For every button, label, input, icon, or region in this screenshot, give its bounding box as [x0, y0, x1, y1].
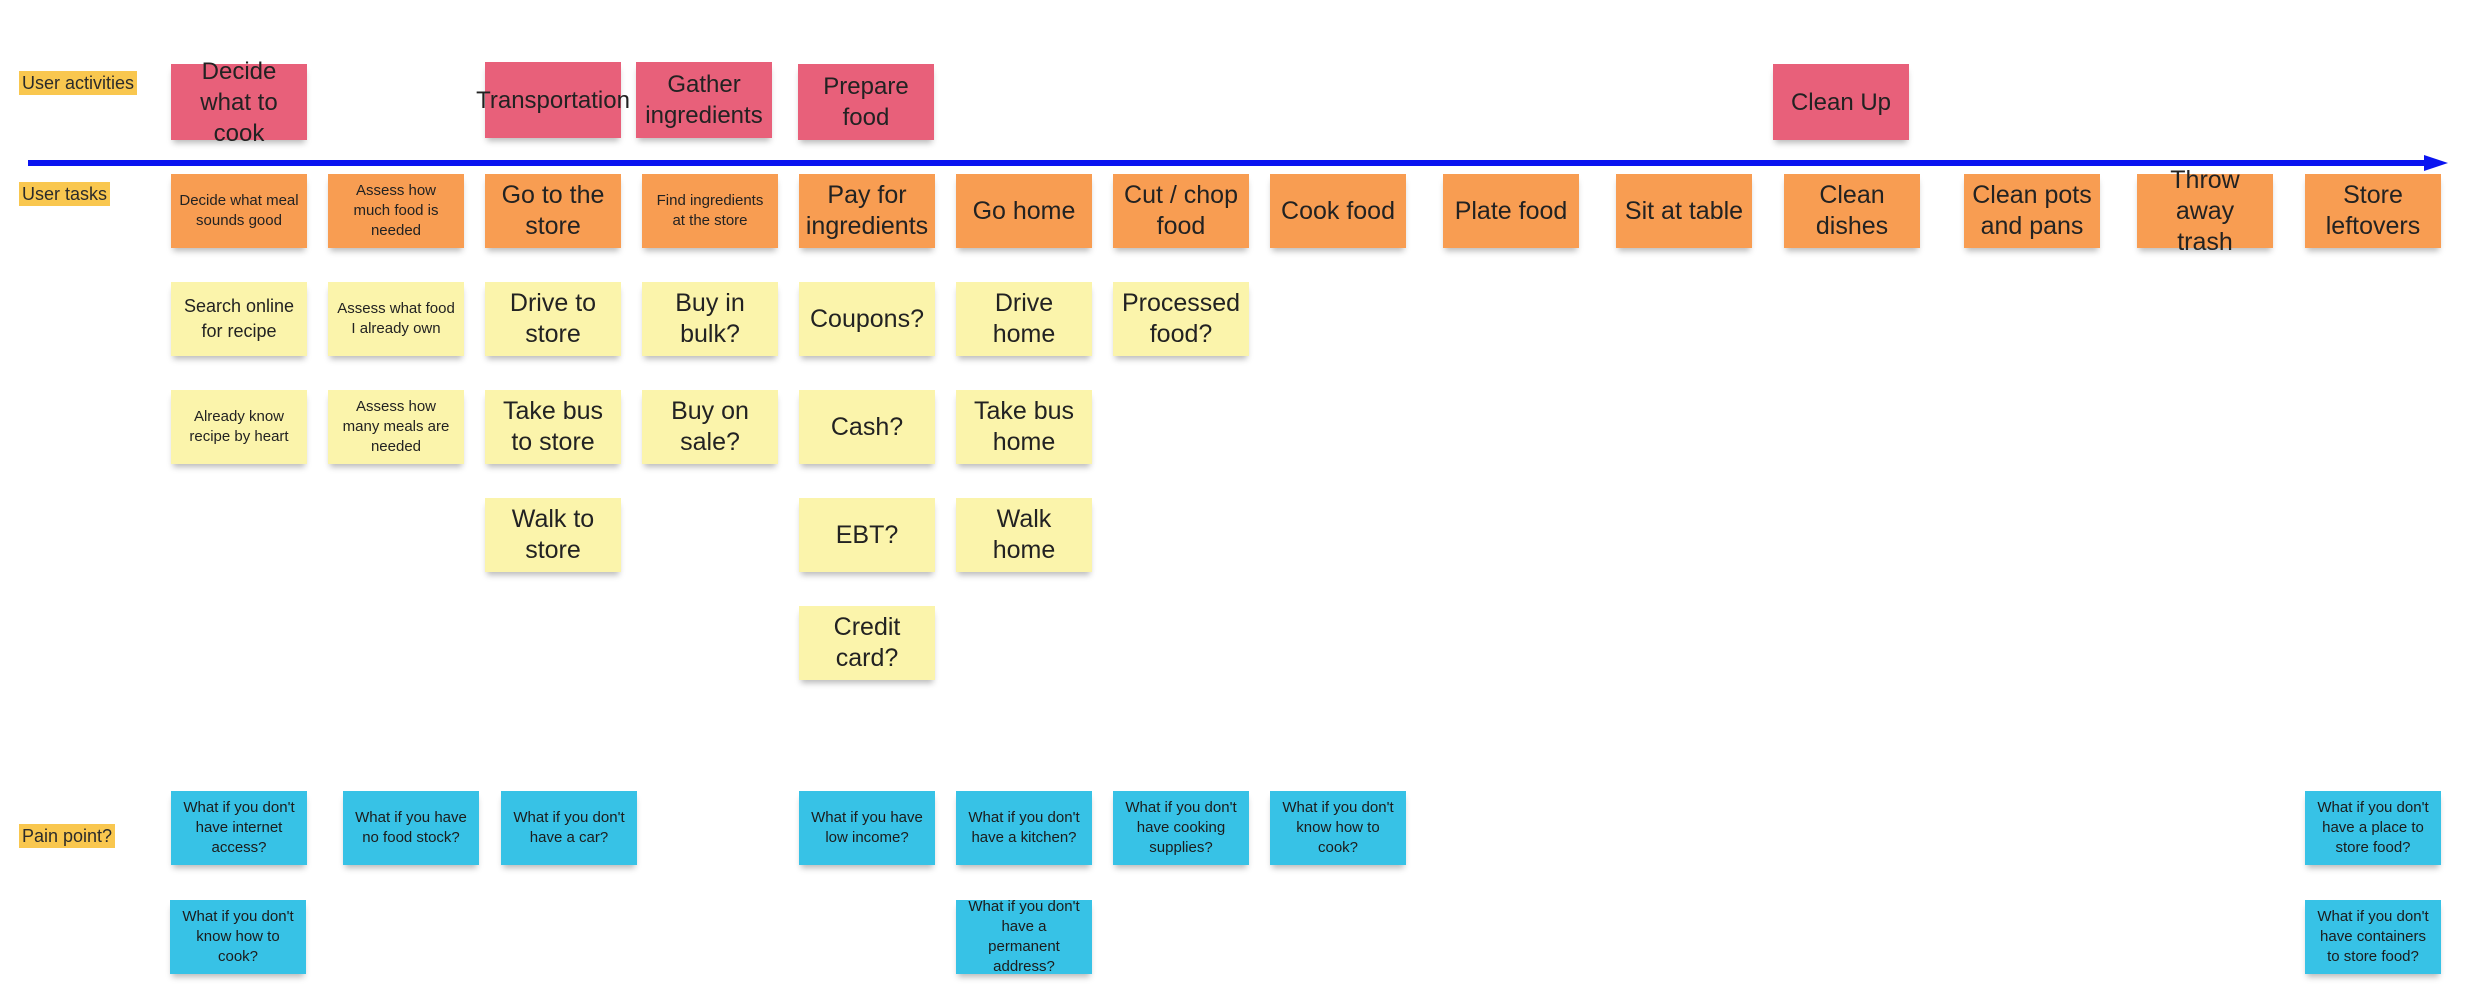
detail-buy-on-sale[interactable]: Buy on sale? — [642, 390, 778, 464]
pain-no-permanent-address[interactable]: What if you don't have a permanent addre… — [956, 898, 1092, 975]
detail-drive-to-store[interactable]: Drive to store — [485, 282, 621, 356]
detail-assess-meals-needed[interactable]: Assess how many meals are needed — [328, 390, 464, 464]
pain-no-kitchen[interactable]: What if you don't have a kitchen? — [956, 791, 1092, 865]
detail-processed-food[interactable]: Processed food? — [1113, 282, 1249, 356]
task-assess-food-needed[interactable]: Assess how much food is needed — [328, 174, 464, 248]
detail-buy-in-bulk[interactable]: Buy in bulk? — [642, 282, 778, 356]
task-sit-at-table[interactable]: Sit at table — [1616, 174, 1752, 248]
row-label-tasks: User tasks — [19, 182, 111, 206]
detail-take-bus-to-store[interactable]: Take bus to store — [485, 390, 621, 464]
detail-search-online-recipe[interactable]: Search online for recipe — [171, 282, 307, 356]
detail-credit-card[interactable]: Credit card? — [799, 606, 935, 680]
timeline-arrow — [28, 155, 2448, 171]
detail-know-recipe-by-heart[interactable]: Already know recipe by heart — [171, 390, 307, 464]
pain-cannot-cook[interactable]: What if you don't know how to cook? — [170, 900, 306, 974]
activity-decide-what-to-cook[interactable]: Decide what to cook — [171, 58, 307, 147]
pain-no-place-to-store-food[interactable]: What if you don't have a place to store … — [2305, 791, 2441, 865]
pain-low-income[interactable]: What if you have low income? — [799, 791, 935, 865]
detail-coupons[interactable]: Coupons? — [799, 282, 935, 356]
detail-ebt[interactable]: EBT? — [799, 498, 935, 572]
row-label-activities: User activities — [19, 71, 138, 95]
pain-no-car[interactable]: What if you don't have a car? — [501, 791, 637, 865]
detail-walk-home[interactable]: Walk home — [956, 498, 1092, 572]
task-go-to-store[interactable]: Go to the store — [485, 174, 621, 248]
task-decide-meal[interactable]: Decide what meal sounds good — [171, 174, 307, 248]
task-throw-away-trash[interactable]: Throw away trash — [2137, 166, 2273, 256]
pain-dont-know-how-to-cook[interactable]: What if you don't know how to cook? — [1270, 791, 1406, 865]
task-store-leftovers[interactable]: Store leftovers — [2305, 174, 2441, 248]
activity-gather-ingredients[interactable]: Gather ingredients — [636, 62, 772, 138]
detail-walk-to-store[interactable]: Walk to store — [485, 498, 621, 572]
activity-clean-up[interactable]: Clean Up — [1773, 64, 1909, 140]
pain-no-internet[interactable]: What if you don't have internet access? — [171, 791, 307, 865]
detail-drive-home[interactable]: Drive home — [956, 282, 1092, 356]
task-clean-pots-and-pans[interactable]: Clean pots and pans — [1964, 174, 2100, 248]
task-find-ingredients[interactable]: Find ingredients at the store — [642, 174, 778, 248]
task-plate-food[interactable]: Plate food — [1443, 174, 1579, 248]
row-label-pain-points: Pain point? — [19, 824, 116, 848]
task-go-home[interactable]: Go home — [956, 174, 1092, 248]
pain-no-containers[interactable]: What if you don't have containers to sto… — [2305, 900, 2441, 974]
detail-cash[interactable]: Cash? — [799, 390, 935, 464]
task-cook-food[interactable]: Cook food — [1270, 174, 1406, 248]
task-pay-for-ingredients[interactable]: Pay for ingredients — [799, 174, 935, 248]
task-cut-chop-food[interactable]: Cut / chop food — [1113, 174, 1249, 248]
activity-prepare-food[interactable]: Prepare food — [798, 64, 934, 140]
detail-assess-food-owned[interactable]: Assess what food I already own — [328, 282, 464, 356]
task-clean-dishes[interactable]: Clean dishes — [1784, 174, 1920, 248]
pain-no-food-stock[interactable]: What if you have no food stock? — [343, 791, 479, 865]
detail-take-bus-home[interactable]: Take bus home — [956, 390, 1092, 464]
activity-transportation[interactable]: Transportation — [476, 62, 630, 138]
pain-no-cooking-supplies[interactable]: What if you don't have cooking supplies? — [1113, 791, 1249, 865]
